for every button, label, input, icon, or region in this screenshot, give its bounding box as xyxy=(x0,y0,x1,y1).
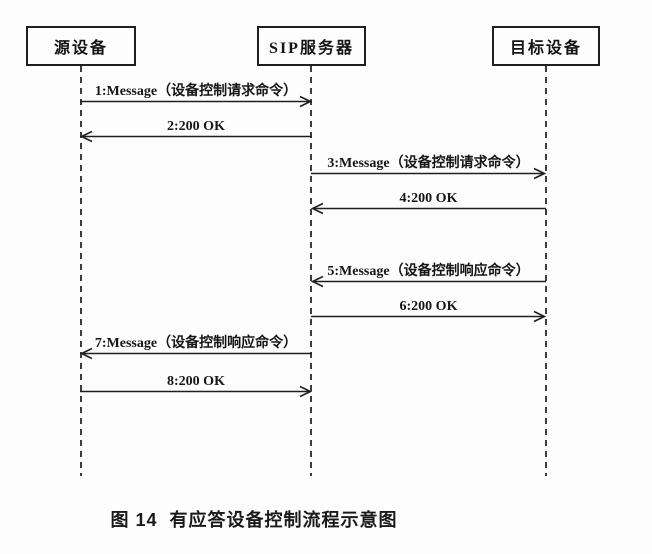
message-label-2: 2:200 OK xyxy=(167,119,225,134)
arrow-left-icon xyxy=(80,347,312,360)
participant-label-sip-server: SIP服务器 xyxy=(269,40,354,57)
lifeline-sip-server xyxy=(310,66,312,476)
lifeline-source xyxy=(80,66,82,476)
participant-box-source: 源设备 xyxy=(26,26,136,66)
participant-label-source: 源设备 xyxy=(53,40,108,57)
message-label-7: 7:Message（设备控制响应命令） xyxy=(94,336,298,351)
arrow-right-icon xyxy=(80,385,312,398)
arrow-right-icon xyxy=(311,167,546,180)
message-label-6: 6:200 OK xyxy=(399,299,458,314)
figure-caption: 图 14 有应答设备控制流程示意图 xyxy=(110,510,398,530)
participant-label-target: 目标设备 xyxy=(509,40,582,57)
arrow-left-icon xyxy=(80,130,312,143)
participant-box-sip-server: SIP服务器 xyxy=(257,26,366,66)
message-label-4: 4:200 OK xyxy=(399,191,458,206)
arrow-right-icon xyxy=(80,95,312,108)
message-label-3: 3:Message（设备控制请求命令） xyxy=(327,156,530,171)
message-label-1: 1:Message（设备控制请求命令） xyxy=(94,84,298,99)
message-label-5: 5:Message（设备控制响应命令） xyxy=(327,264,530,279)
participant-box-target: 目标设备 xyxy=(492,26,600,66)
arrow-right-icon xyxy=(311,310,546,323)
arrow-left-icon xyxy=(311,202,546,215)
lifeline-target xyxy=(545,66,547,476)
message-label-8: 8:200 OK xyxy=(167,374,225,389)
arrow-left-icon xyxy=(311,275,546,288)
